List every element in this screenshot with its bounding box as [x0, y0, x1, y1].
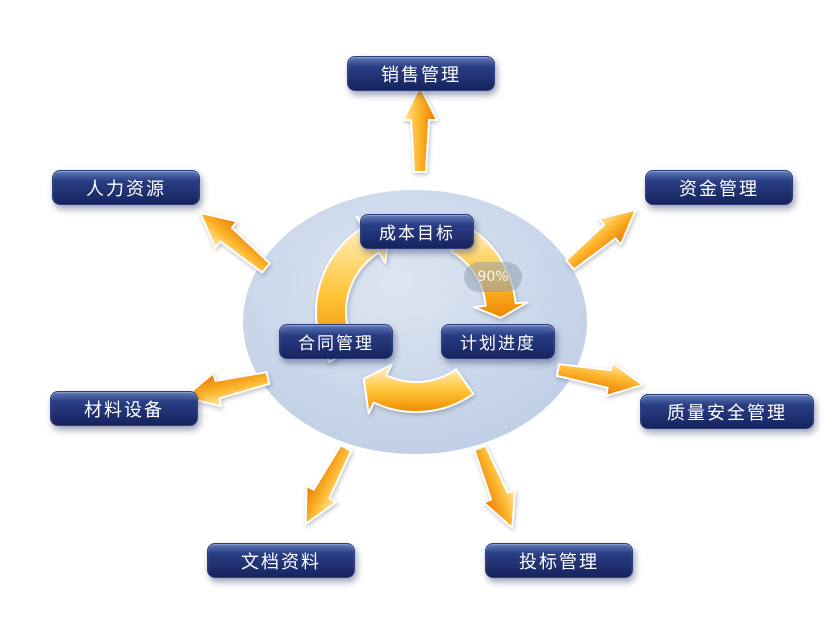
- node-bidding: 投标管理: [485, 543, 633, 578]
- arrow-to-docs: [304, 444, 353, 525]
- cycle-arrow-bottom: [362, 363, 475, 415]
- node-contract-label: 合同管理: [298, 334, 374, 354]
- arrow-to-funds: [565, 208, 637, 271]
- arrow-to-hr: [199, 211, 271, 274]
- node-schedule: 计划进度: [441, 324, 555, 359]
- node-sales-label: 销售管理: [381, 64, 461, 86]
- node-hr-label: 人力资源: [86, 178, 166, 200]
- arrow-to-bidding: [473, 444, 517, 529]
- watermark-text: 90%: [477, 269, 509, 285]
- node-quality-label: 质量安全管理: [667, 402, 787, 424]
- node-materials-label: 材料设备: [84, 399, 164, 421]
- center-ellipse: [243, 190, 587, 454]
- node-docs-label: 文档资料: [241, 551, 321, 573]
- node-cost-label: 成本目标: [379, 224, 455, 244]
- node-contract: 合同管理: [279, 324, 393, 359]
- node-funds: 资金管理: [645, 170, 793, 205]
- node-sales: 销售管理: [347, 56, 495, 91]
- node-bidding-label: 投标管理: [519, 551, 599, 573]
- node-quality: 质量安全管理: [640, 394, 814, 429]
- arrow-to-quality: [555, 361, 644, 397]
- arrow-to-materials: [183, 371, 271, 408]
- node-schedule-label: 计划进度: [460, 334, 536, 354]
- node-materials: 材料设备: [50, 391, 198, 426]
- arrow-to-sales: [402, 85, 438, 173]
- node-cost: 成本目标: [360, 214, 474, 249]
- watermark-badge: 90%: [464, 262, 522, 292]
- node-docs: 文档资料: [207, 543, 355, 578]
- node-hr: 人力资源: [52, 170, 200, 205]
- node-funds-label: 资金管理: [679, 178, 759, 200]
